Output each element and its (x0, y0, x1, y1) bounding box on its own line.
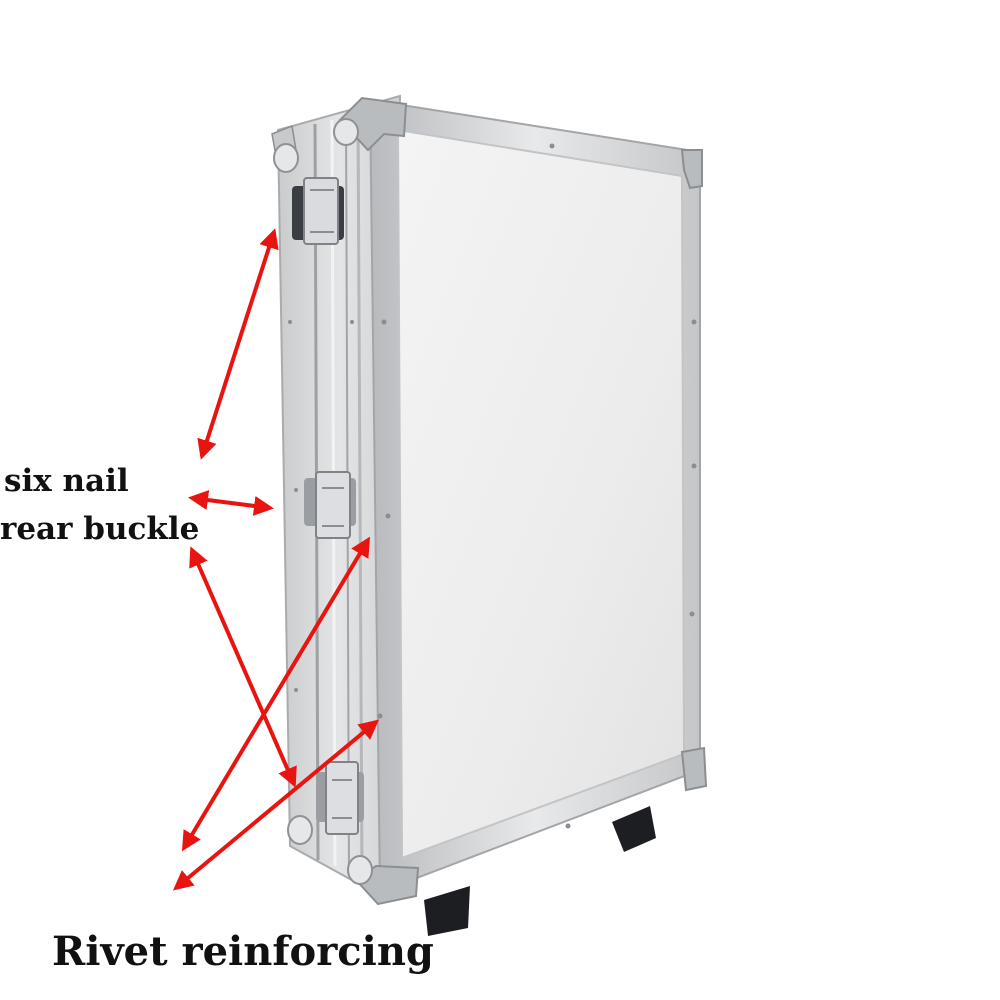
latch-icon (304, 471, 356, 539)
wheel-icon (424, 806, 656, 936)
double-arrow-icon (172, 228, 380, 891)
rivet-reinforcing-label: Rivet reinforcing (52, 928, 434, 975)
case-front (368, 98, 701, 894)
six-nail-label: six nail (4, 463, 129, 499)
rear-buckle-label: rear buckle (0, 511, 200, 547)
latch-icon (292, 177, 344, 245)
rivets (288, 143, 697, 829)
